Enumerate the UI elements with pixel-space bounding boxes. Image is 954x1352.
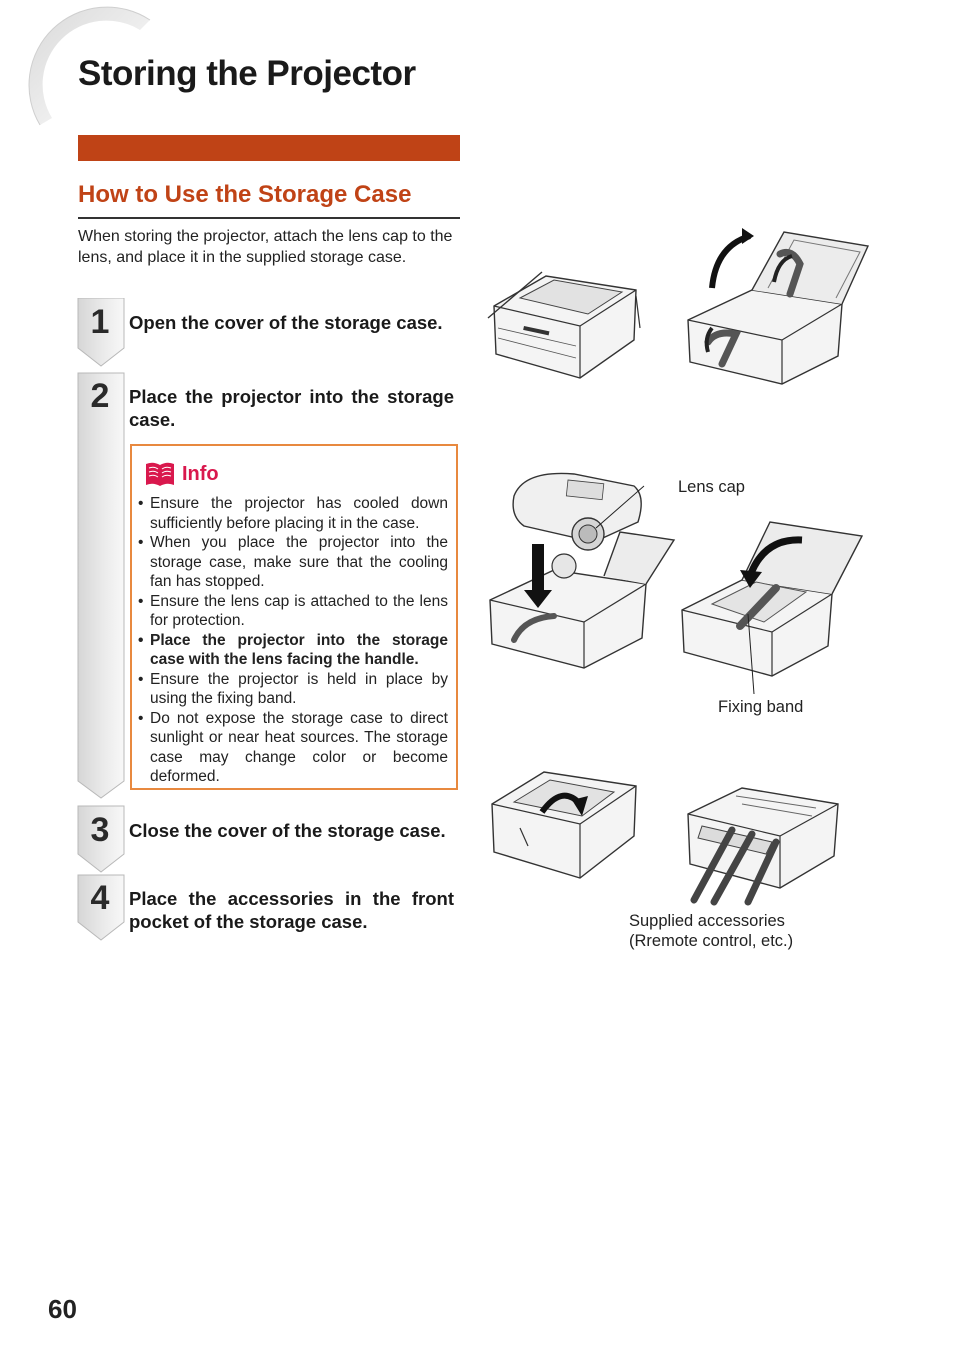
- info-header: Info: [144, 460, 219, 488]
- arrow-head-icon: [572, 796, 588, 816]
- info-box: Info Ensure the projector has cooled dow…: [130, 444, 458, 790]
- page-title: Storing the Projector: [78, 54, 416, 93]
- info-item: Ensure the projector is held in place by…: [136, 670, 448, 709]
- arrow-close-icon: [746, 536, 803, 578]
- illustration-fixing-band: [681, 521, 864, 677]
- info-list: Ensure the projector has cooled down suf…: [136, 494, 448, 787]
- info-item: Do not expose the storage case to direct…: [136, 709, 448, 787]
- info-label: Info: [182, 462, 219, 485]
- fixing-band-label: Fixing band: [718, 698, 804, 716]
- illustration-closing-case: [491, 771, 637, 879]
- accessory-icon: [744, 838, 780, 906]
- book-icon: [146, 462, 174, 486]
- step-number-3: 3: [90, 811, 110, 849]
- corner-arc-decoration: [28, 6, 151, 126]
- step-text-4: Place the accessories in the front pocke…: [129, 888, 454, 932]
- steps-rail: [77, 298, 125, 941]
- step-number-4: 4: [90, 879, 110, 917]
- lens-cap-label: Lens cap: [678, 478, 745, 496]
- illustration-accessories-pocket: [687, 787, 839, 889]
- accessory-icon: [710, 830, 756, 906]
- step-number-1: 1: [90, 303, 110, 341]
- accessory-icon: [690, 826, 736, 904]
- page-number: 60: [48, 1294, 77, 1324]
- illustration-closed-case: [487, 271, 641, 379]
- step-text-3: Close the cover of the storage case.: [129, 820, 446, 841]
- arrow-up-icon: [709, 233, 751, 289]
- intro-text: When storing the projector, attach the l…: [78, 228, 453, 266]
- arrow-head-icon: [740, 570, 762, 588]
- arrow-head-icon: [742, 228, 754, 244]
- arrow-up-icon: [772, 254, 793, 283]
- info-item: Ensure the lens cap is attached to the l…: [136, 592, 448, 631]
- accessories-label-line2: (Rremote control, etc.): [629, 932, 794, 950]
- section-title: How to Use the Storage Case: [78, 181, 460, 219]
- info-item: Ensure the projector has cooled down suf…: [136, 494, 448, 533]
- arrow-head-icon: [524, 590, 552, 608]
- illustration-case-bottom: [489, 531, 676, 669]
- illustration-projector: [512, 472, 642, 579]
- info-item: When you place the projector into the st…: [136, 533, 448, 592]
- fixing-band-leader: [747, 613, 755, 695]
- step-text-2: Place the projector into the storage cas…: [129, 386, 454, 430]
- step-number-2: 2: [90, 377, 110, 415]
- section-header-bar: [78, 135, 460, 161]
- illustration-open-case: [687, 231, 870, 385]
- info-item-important: Place the projector into the storage cas…: [136, 631, 448, 670]
- accessories-label-line1: Supplied accessories: [629, 912, 785, 930]
- step-text-1: Open the cover of the storage case.: [129, 312, 443, 333]
- lens-cap-leader: [595, 485, 645, 529]
- arrow-down-icon: [704, 326, 714, 353]
